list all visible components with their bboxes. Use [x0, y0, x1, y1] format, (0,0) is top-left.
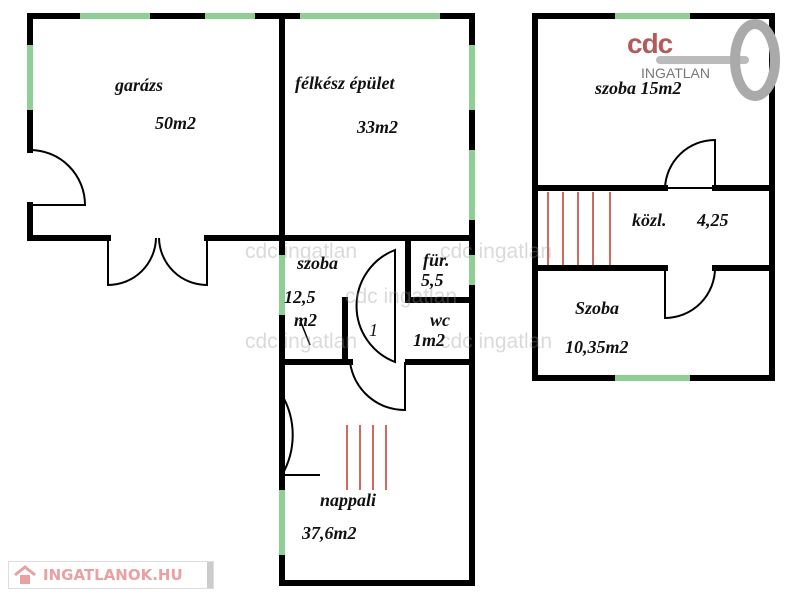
garage-area: 50m2: [155, 113, 197, 133]
bathroom-name: für.: [423, 250, 450, 270]
unfinished-name: félkész épület: [295, 73, 395, 93]
watermark: cdc ingatlan: [440, 330, 553, 353]
living-name: nappali: [320, 490, 377, 510]
stairs: [346, 192, 611, 490]
room-lower-name: Szoba: [575, 298, 620, 318]
wc-name: wc: [430, 310, 450, 330]
watermark: cdc ingatlan: [345, 285, 458, 308]
hall-area: 4,25: [697, 210, 729, 230]
room-lower-area: 10,35m2: [565, 337, 629, 357]
cdc-logo: cdc INGATLAN: [625, 20, 780, 100]
bathroom-area: 5,5: [421, 270, 444, 290]
badge-edge: [207, 562, 213, 588]
watermark: cdc ingatlan: [440, 240, 553, 263]
wc-area: 1m2: [413, 330, 446, 350]
garage-name: garázs: [115, 75, 164, 95]
room-small-area: 12,5: [284, 287, 316, 307]
key-logo-graphic: [656, 19, 780, 101]
badge-text: INGATLANOK.HU: [43, 566, 183, 584]
logo-brand: cdc: [627, 28, 673, 59]
house-icon: [14, 565, 36, 584]
watermark: cdc ingatlan: [245, 240, 358, 263]
room-small-name: szoba: [297, 253, 339, 273]
ingatlanok-badge: INGATLANOK.HU: [8, 561, 214, 589]
unfinished-area: 33m2: [357, 117, 399, 137]
logo-sub: INGATLAN: [641, 65, 710, 81]
windows: [27, 13, 690, 555]
stair-mark: 1: [369, 320, 378, 340]
living-area: 37,6m2: [302, 523, 357, 543]
hall-name: közl.: [632, 210, 667, 230]
room-small-unit: m2: [294, 310, 318, 330]
doors: [29, 138, 716, 476]
watermark: cdc ingatlan: [245, 330, 358, 353]
room-upper-label: szoba 15m2: [595, 78, 682, 98]
